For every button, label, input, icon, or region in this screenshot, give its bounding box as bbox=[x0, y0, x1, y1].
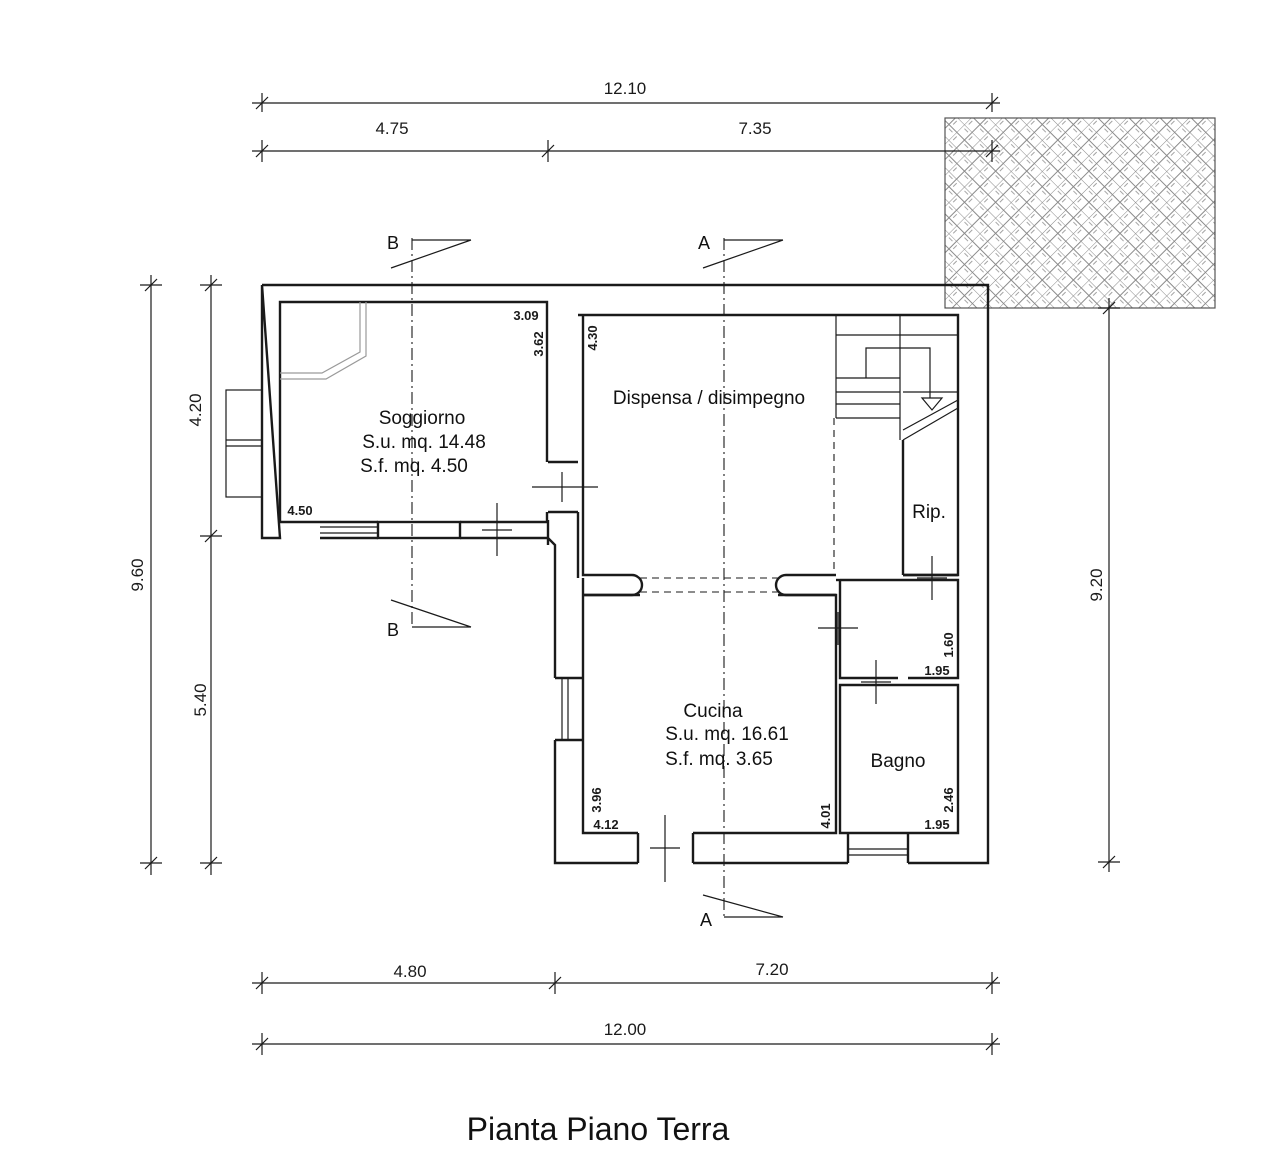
room-cucina-sf: S.f. mq. 3.65 bbox=[665, 749, 773, 770]
room-soggiorno-sf: S.f. mq. 4.50 bbox=[360, 456, 468, 477]
dim-disp-h: 4.30 bbox=[585, 325, 600, 350]
room-rip-name: Rip. bbox=[912, 502, 946, 523]
room-soggiorno-name: Soggiorno bbox=[379, 408, 466, 429]
dim-bottom-left: 4.80 bbox=[393, 962, 426, 981]
dim-top-right: 7.35 bbox=[738, 119, 771, 138]
door-marks bbox=[482, 472, 947, 882]
terrace-hatch bbox=[944, 117, 1216, 309]
dim-top-left: 4.75 bbox=[375, 119, 408, 138]
dashed-lines bbox=[640, 418, 835, 593]
room-cucina-su: S.u. mq. 16.61 bbox=[665, 724, 789, 745]
dim-sog-w: 3.09 bbox=[513, 308, 538, 323]
dim-left-lower: 5.40 bbox=[191, 683, 210, 716]
section-label-a-top: A bbox=[698, 233, 710, 253]
dim-bagno-w: 1.95 bbox=[924, 817, 949, 832]
dim-sog-b: 4.50 bbox=[287, 503, 312, 518]
dim-sog-h: 3.62 bbox=[531, 331, 546, 356]
dim-top-total: 12.10 bbox=[604, 79, 647, 98]
section-label-b-bottom: B bbox=[387, 620, 399, 640]
bottom-dimensions bbox=[252, 972, 1000, 1055]
dim-bagno-h: 2.46 bbox=[941, 787, 956, 812]
plan-title: Pianta Piano Terra bbox=[467, 1111, 730, 1147]
room-dispensa-name: Dispensa / disimpegno bbox=[613, 388, 805, 409]
dim-cuc-r: 4.01 bbox=[818, 803, 833, 828]
dim-left-total: 9.60 bbox=[128, 558, 147, 591]
dim-bottom-right: 7.20 bbox=[755, 960, 788, 979]
dim-right-total: 9.20 bbox=[1087, 568, 1106, 601]
section-label-a-bottom: A bbox=[700, 910, 712, 930]
dim-cuc-h: 3.96 bbox=[589, 787, 604, 812]
left-dimensions bbox=[140, 275, 222, 875]
right-dimension bbox=[1098, 298, 1120, 872]
section-line-a bbox=[702, 238, 784, 918]
top-dimensions bbox=[252, 93, 1000, 162]
room-bagno-name: Bagno bbox=[871, 751, 926, 772]
room-soggiorno-su: S.u. mq. 14.48 bbox=[362, 432, 486, 453]
dim-wc1-w: 1.95 bbox=[924, 663, 949, 678]
dim-left-upper: 4.20 bbox=[186, 393, 205, 426]
section-line-b bbox=[390, 238, 472, 628]
corner-fireplace bbox=[280, 302, 367, 380]
dim-wc1-h: 1.60 bbox=[941, 632, 956, 657]
dim-cuc-w: 4.12 bbox=[593, 817, 618, 832]
dim-bottom-total: 12.00 bbox=[604, 1020, 647, 1039]
section-label-b-top: B bbox=[387, 233, 399, 253]
staircase bbox=[835, 315, 959, 441]
room-cucina-name: Cucina bbox=[683, 701, 743, 722]
walls bbox=[225, 283, 990, 865]
